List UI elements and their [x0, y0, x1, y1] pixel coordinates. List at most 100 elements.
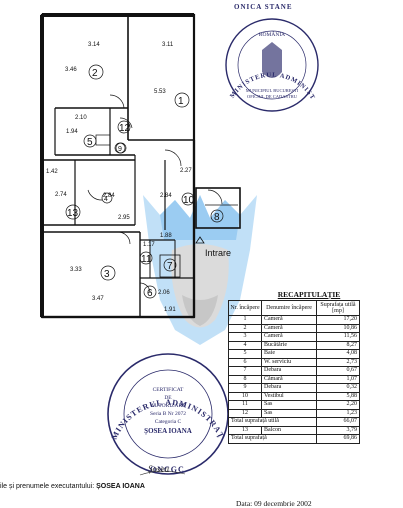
recap-cell-nr: 7	[228, 366, 262, 376]
room-number-1: 1	[178, 96, 184, 107]
room-number-9: 9	[118, 146, 122, 153]
room-number-11: 11	[141, 254, 152, 265]
recap-header-nr: Nr. încăpere	[228, 299, 262, 317]
stamp-top-partial-name: ONICA STANE	[234, 3, 293, 11]
room-number-6: 6	[147, 288, 153, 299]
recap-cell-nr: 6	[228, 357, 262, 368]
recap-cell-name: Cameră	[261, 315, 317, 325]
signature: Șosea	[148, 464, 169, 474]
recap-cell-nr: 10	[228, 391, 262, 402]
recap-total-useful-row: Total suprafață utilă 66,07	[228, 417, 360, 427]
recap-cell-name: Cameră	[261, 323, 317, 334]
recap-cell-name: Bucătărie	[261, 340, 317, 351]
recap-cell-name: W. serviciu	[261, 357, 317, 368]
dim-room11-width: 1.17	[143, 242, 155, 248]
dim-room2-height: 3.46	[65, 67, 77, 73]
recap-table-block: RECAPITULAȚIE Nr. încăpere Denumire încă…	[228, 290, 360, 444]
stamp-top-inner-1: ROMÂNIA	[259, 30, 285, 38]
recap-cell-name: Cameră	[261, 332, 317, 342]
stamp-bottom-line-6: ȘOSEA IOANA	[144, 427, 192, 435]
recap-header-name: Denumire încăpere	[261, 299, 317, 317]
recap-balcony-name: Balcon	[261, 425, 317, 436]
entrance-arrow-icon	[195, 236, 205, 244]
dim-room1-width: 3.11	[162, 42, 174, 48]
recap-cell-nr: 9	[228, 383, 262, 393]
room-number-7: 7	[167, 261, 173, 272]
dim-room6b-height: 2.06	[158, 290, 170, 296]
recap-cell-area: 10,86	[316, 323, 360, 334]
recap-cell-area: 0,67	[316, 366, 360, 376]
room-number-12: 12	[119, 123, 131, 134]
executant-label: ile și prenumele executantului:	[0, 483, 95, 490]
document-date: Data: 09 decembrie 2002	[236, 499, 312, 508]
dim-vestibule-height: 2.84	[160, 193, 172, 199]
recap-cell-name: Baie	[261, 349, 317, 359]
dim-room11-top: 1.88	[160, 233, 172, 239]
recap-cell-area: 1,23	[316, 408, 360, 419]
room-number-8: 8	[214, 212, 220, 223]
recap-total-value: 69,86	[316, 434, 360, 444]
dim-room2-width: 3.14	[88, 42, 100, 48]
recap-cell-nr: 4	[228, 340, 262, 351]
recap-cell-name: Debara	[261, 383, 317, 393]
stamp-bottom-line-1: CERTIFICAT	[153, 387, 184, 393]
stamp-bottom-line-5: Categoria C	[155, 419, 182, 425]
recap-cell-area: 2,20	[316, 400, 360, 410]
dim-room6-height: 2.74	[55, 192, 67, 198]
recap-cell-name: Sas	[261, 400, 317, 410]
dim-room6-width: 1.42	[46, 169, 58, 175]
recap-cell-nr: 3	[228, 332, 262, 342]
stamp-top-inner-2: MUNICIPIUL BUCUREȘTI	[246, 88, 299, 93]
dim-room5-height: 1.94	[66, 129, 78, 135]
room-number-3: 3	[104, 269, 110, 280]
recap-cell-name: Sas	[261, 408, 317, 419]
room-number-13: 13	[67, 208, 79, 219]
signature-stroke	[139, 470, 186, 476]
recap-cell-area: 1,07	[316, 374, 360, 385]
recap-cell-nr: 2	[228, 323, 262, 334]
dim-room3-height: 3.33	[70, 267, 82, 273]
dim-room4-width: 2.95	[118, 215, 130, 221]
door-swings	[87, 94, 223, 294]
dim-room1-height: 5.53	[154, 89, 166, 95]
recap-header-row: Nr. încăpere Denumire încăpere Suprafața…	[228, 299, 360, 317]
dim-room5-width: 2.10	[75, 115, 87, 121]
recap-header-area: Suprafața utilă [mp]	[316, 299, 360, 317]
room-number-2: 2	[92, 68, 98, 79]
recap-cell-area: 11,56	[316, 332, 360, 342]
dim-room3-width: 3.47	[92, 296, 104, 302]
recap-cell-nr: 1	[228, 315, 262, 325]
stamp-bottom-line-3: AUTORIZARE	[150, 403, 186, 409]
recap-balcony-nr: 13	[228, 425, 262, 436]
recap-cell-nr: 5	[228, 349, 262, 359]
recap-balcony-area: 3,79	[316, 425, 360, 436]
recap-cell-name: Vestibul	[261, 391, 317, 402]
recap-total-row: Total suprafață 69,86	[228, 434, 360, 444]
recap-cell-nr: 12	[228, 408, 262, 419]
recap-cell-name: Debara	[261, 366, 317, 376]
walls	[40, 13, 241, 319]
recap-cell-name: Cămară	[261, 374, 317, 385]
room-number-4: 4	[104, 196, 108, 203]
stamp-bottom-arc: ONCGC	[150, 465, 185, 474]
room-number-5: 5	[87, 137, 93, 148]
stamp-bottom-line-2: DE	[164, 395, 172, 401]
dim-bottom-width: 1.91	[164, 307, 176, 313]
executant-name: ȘOSEA IOANA	[96, 483, 145, 490]
recap-cell-nr: 11	[228, 400, 262, 410]
recap-title: RECAPITULAȚIE	[277, 290, 341, 299]
coat-of-arms-icon	[262, 42, 282, 78]
